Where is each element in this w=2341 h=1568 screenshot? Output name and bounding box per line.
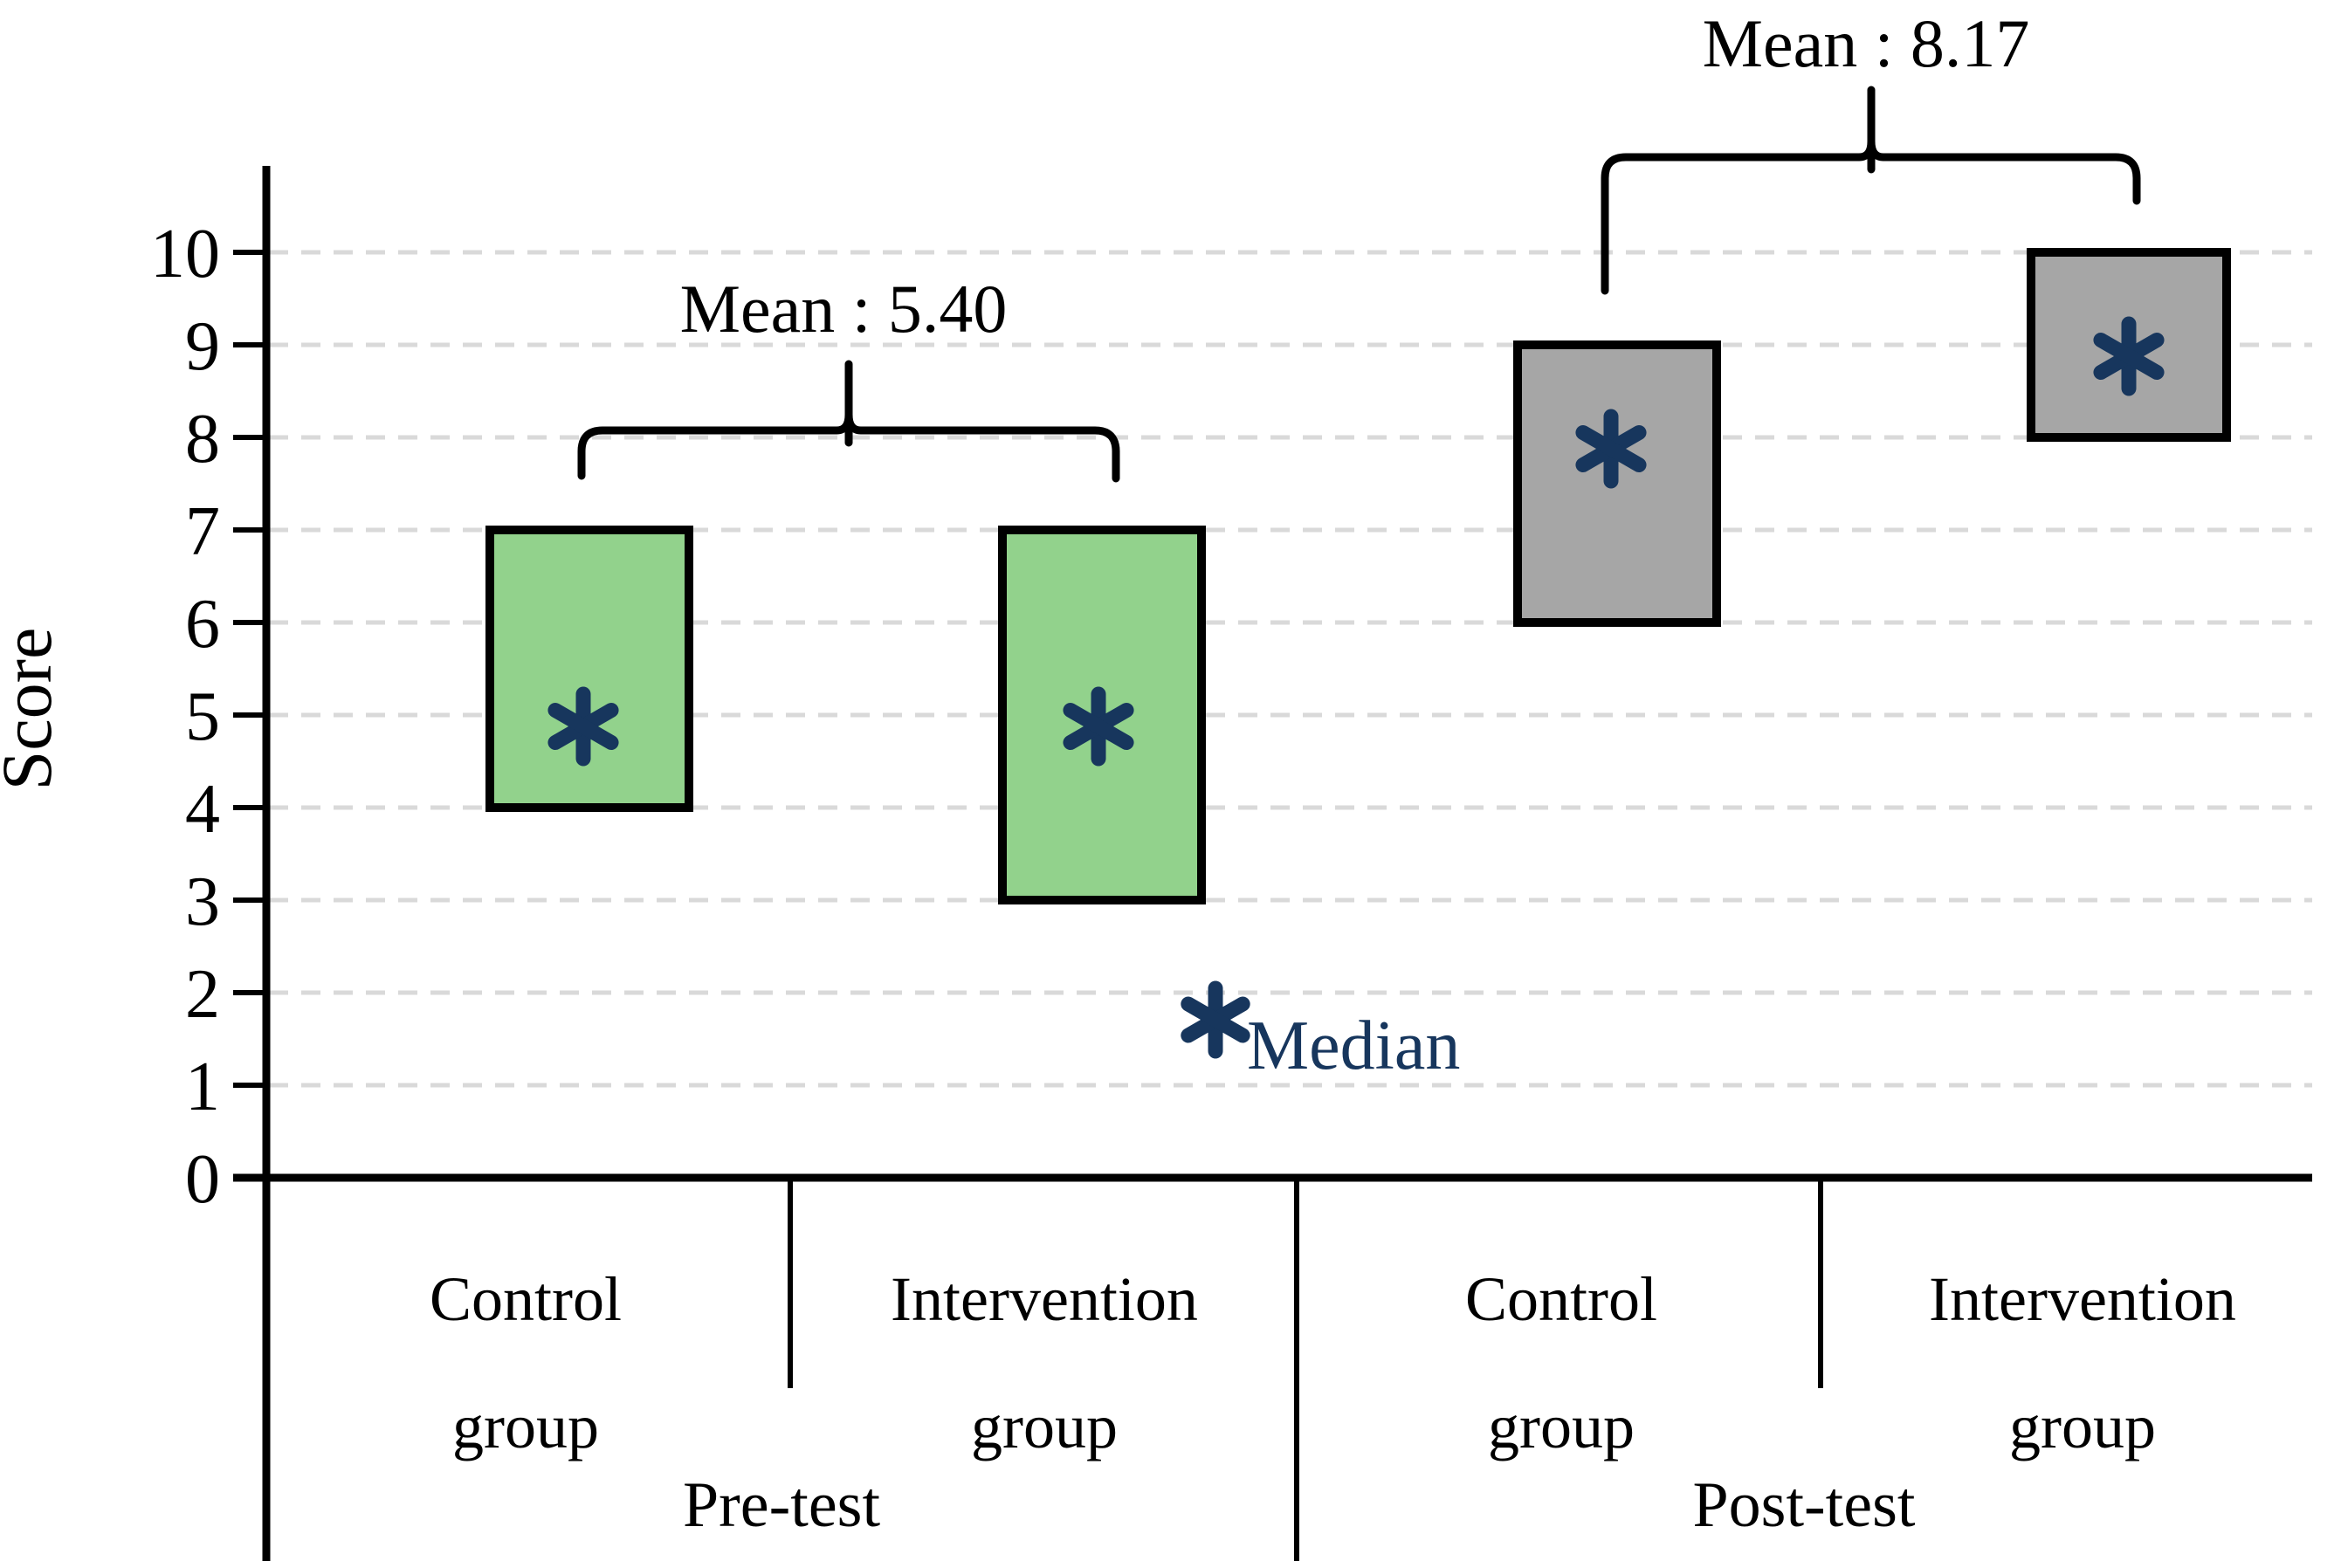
y-tick-label: 1: [185, 1049, 220, 1125]
median-asterisk-arm: [1181, 996, 1250, 1043]
median-marker: [547, 686, 619, 767]
group-label-line2: group: [2009, 1392, 2156, 1461]
y-tick-label: 6: [185, 586, 220, 663]
y-tick-label: 5: [185, 678, 220, 755]
group-label-line1: Control: [1465, 1264, 1657, 1334]
legend-median-marker: [1181, 980, 1250, 1059]
section-label: Pre-test: [683, 1469, 880, 1541]
y-tick-label: 9: [185, 308, 220, 385]
y-tick-label: 2: [185, 956, 220, 1033]
box-pretest-control: [485, 526, 693, 812]
group-label-line2: group: [452, 1392, 599, 1461]
group-label-line1: Control: [430, 1264, 622, 1334]
group-label-line1: Intervention: [891, 1264, 1198, 1334]
y-tick-label: 8: [185, 401, 220, 478]
mean-brace: [1601, 86, 2141, 295]
y-tick-label: 10: [150, 216, 220, 292]
mean-brace: [577, 360, 1120, 483]
median-asterisk-arm: [2093, 333, 2165, 380]
median-asterisk-arm: [547, 703, 619, 750]
median-marker: [1575, 409, 1647, 489]
median-marker: [1063, 686, 1134, 767]
y-axis-title: Score: [0, 628, 66, 791]
mean-annotation: Mean : 5.40: [680, 271, 1008, 347]
legend-median-label: Median: [1247, 1008, 1460, 1084]
group-label-line2: group: [1488, 1392, 1635, 1461]
y-tick-label: 7: [185, 493, 220, 570]
group-label-line1: Intervention: [1929, 1264, 2236, 1334]
median-asterisk-arm: [1063, 703, 1134, 750]
group-label-line2: group: [971, 1392, 1118, 1461]
section-label: Post-test: [1693, 1469, 1916, 1541]
y-tick-label: 4: [185, 771, 220, 848]
y-tick-label: 3: [185, 863, 220, 940]
median-marker: [2093, 316, 2165, 396]
median-asterisk-arm: [1575, 425, 1647, 472]
y-tick-label: 0: [185, 1141, 220, 1218]
mean-annotation: Mean : 8.17: [1703, 5, 2030, 81]
